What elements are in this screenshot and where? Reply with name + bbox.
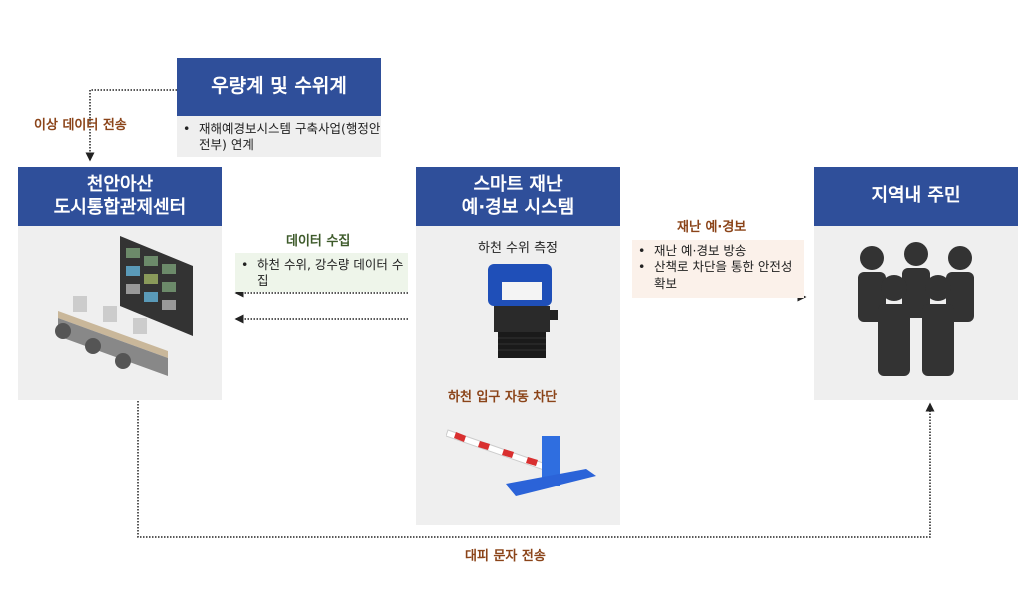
residents-title: 지역내 주민 (814, 167, 1018, 226)
smart-system-title: 스마트 재난 예·경보 시스템 (416, 167, 620, 226)
bullet: 산책로 차단을 통한 안전성 확보 (632, 259, 804, 292)
disaster-alert-label: 재난 예·경보 (677, 220, 747, 235)
title-line: 스마트 재난 (473, 174, 563, 195)
disaster-alert-desc: 재난 예·경보 방송 산책로 차단을 통한 안전성 확보 (632, 240, 804, 298)
evacuation-sms-label: 대피 문자 전송 (465, 549, 546, 564)
auto-block-label: 하천 입구 자동 차단 (448, 386, 558, 405)
people-icon (858, 242, 974, 376)
data-collection-desc: 하천 수위, 강수량 데이터 수집 (235, 253, 408, 292)
control-room-illustration (55, 236, 193, 376)
sensor-caption: 하천 수위 측정 (477, 241, 559, 256)
title-line: 천안아산 (86, 174, 154, 195)
smart-system-panel: 하천 수위 측정 하천 입구 자동 차단 (416, 226, 620, 525)
rain-gauge-desc: 재해예경보시스템 구축사업(행정안전부) 연계 (177, 116, 381, 157)
control-center-panel (18, 226, 222, 400)
evacuation-sms-line (137, 401, 935, 538)
bullet: 재해예경보시스템 구축사업(행정안전부) 연계 (177, 121, 381, 154)
abnormal-data-label: 이상 데이터 전송 (34, 118, 127, 133)
title-line: 도시통합관제센터 (53, 196, 187, 218)
rain-gauge-title: 우량계 및 수위계 (177, 58, 381, 116)
bullet: 재난 예·경보 방송 (632, 243, 804, 260)
abnormal-data-arrow (85, 89, 177, 162)
data-collection-label: 데이터 수집 (286, 234, 351, 249)
control-center-title: 천안아산 도시통합관제센터 (18, 167, 222, 226)
bullet: 하천 수위, 강수량 데이터 수집 (235, 257, 408, 290)
residents-panel (814, 226, 1018, 400)
barrier-gate-image (446, 429, 596, 496)
title-line: 예·경보 시스템 (461, 196, 575, 218)
water-level-sensor-image (488, 264, 558, 358)
